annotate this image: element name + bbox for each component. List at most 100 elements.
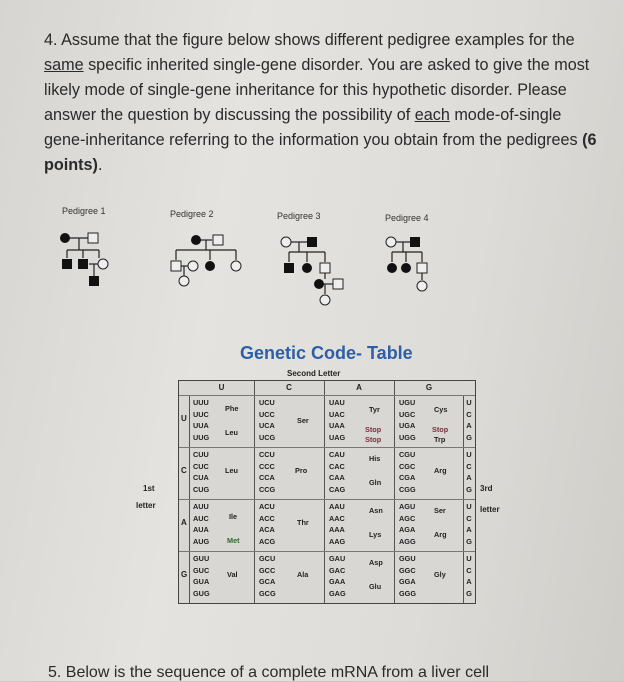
third-base-letter: A — [466, 421, 472, 430]
affected-female-symbol — [302, 263, 312, 273]
emphasis-each: each — [414, 106, 450, 124]
codon-cell: GUU — [193, 554, 210, 563]
codon-cell: GCC — [259, 565, 276, 575]
codon-cell: UAU — [329, 398, 345, 407]
third-base-letter: G — [466, 536, 472, 546]
third-base-letter: G — [466, 588, 472, 598]
affected-male-symbol — [410, 237, 420, 247]
pedigree-1-label: Pedigree 1 — [62, 206, 106, 216]
unaffected-female-symbol — [187, 260, 199, 272]
amino-acid-thr: Thr — [297, 518, 309, 527]
third-letter-label: 3rd — [480, 484, 493, 493]
unaffected-female-symbol — [416, 280, 428, 292]
codon-cell: UUA — [193, 421, 209, 430]
pedigree-3-label: Pedigree 3 — [277, 211, 321, 221]
amino-acid-stop: Stop — [365, 435, 382, 444]
codon-cell: AUU — [193, 502, 209, 511]
codon-cell: GAC — [329, 565, 346, 575]
amino-acid-gln: Gln — [369, 478, 382, 487]
third-base-letter: U — [466, 554, 472, 563]
codon-cell: AUA — [193, 525, 209, 534]
first-letter-label: 1st — [143, 484, 155, 493]
third-letter-label-2: letter — [480, 505, 500, 514]
codon-cell: UCA — [259, 421, 275, 430]
affected-female-symbol — [387, 263, 397, 273]
affected-male-symbol — [62, 259, 72, 269]
codon-cell: CAA — [329, 473, 345, 482]
unaffected-female-symbol — [319, 294, 331, 306]
codon-cell: UAA — [329, 421, 345, 430]
third-base-letter: A — [466, 577, 472, 586]
codon-cell: CCG — [259, 484, 276, 494]
codon-cell: CAG — [329, 484, 346, 494]
amino-acid-his: His — [369, 454, 381, 463]
codon-cell: UGA — [399, 421, 416, 430]
affected-female-symbol — [401, 263, 411, 273]
codon-cell: UUG — [193, 432, 210, 442]
codon-cell: GGA — [399, 577, 416, 586]
codon-cell: ACU — [259, 502, 275, 511]
amino-acid-ser: Ser — [434, 506, 446, 515]
codon-cell: GUC — [193, 565, 210, 575]
codon-cell: UCG — [259, 432, 276, 442]
codon-cell: UCC — [259, 409, 275, 419]
affected-male-symbol — [89, 276, 99, 286]
codon-cell: AGA — [399, 525, 416, 534]
codon-cell: CAU — [329, 450, 345, 459]
amino-acid-arg: Arg — [434, 466, 447, 475]
pedigree-3-diagram — [280, 236, 344, 306]
affected-female-symbol — [60, 233, 70, 243]
amino-acid-gly: Gly — [434, 570, 446, 579]
unaffected-female-symbol — [385, 236, 397, 248]
codon-cell: CCC — [259, 461, 275, 471]
amino-acid-val: Val — [227, 570, 238, 579]
codon-cell: GAA — [329, 577, 346, 586]
codon-cell: UUC — [193, 409, 209, 419]
third-base-letter: U — [466, 398, 472, 407]
amino-acid-leu: Leu — [225, 428, 238, 437]
codon-cell: UAG — [329, 432, 346, 442]
amino-acid-lys: Lys — [369, 530, 382, 539]
codon-cell: GGU — [399, 554, 416, 563]
unaffected-female-symbol — [97, 258, 109, 270]
codon-cell: GCG — [259, 588, 276, 598]
genetic-code-title: Genetic Code- Table — [240, 343, 413, 363]
affected-female-symbol — [314, 279, 324, 289]
third-base-letter: A — [466, 525, 472, 534]
pedigree-1-diagram — [60, 232, 109, 286]
question-5-partial: 5. Below is the sequence of a complete m… — [48, 664, 490, 681]
unaffected-male-symbol — [170, 260, 182, 272]
amino-acid-cys: Cys — [434, 405, 448, 414]
amino-acid-ile: Ile — [229, 512, 238, 521]
codon-cell: GGG — [399, 588, 417, 598]
row-letter-c: C — [181, 466, 187, 475]
unaffected-female-symbol — [230, 260, 242, 272]
emphasis-same: same — [44, 56, 84, 74]
codon-cell: UGG — [399, 432, 416, 442]
codon-cell: UUU — [193, 398, 209, 407]
third-base-letter: C — [466, 565, 472, 575]
amino-acid-asn: Asn — [369, 506, 383, 515]
unaffected-male-symbol — [87, 232, 99, 244]
third-base-letter: G — [466, 432, 472, 442]
third-base-letter: C — [466, 409, 472, 419]
first-letter-label-2: letter — [136, 501, 156, 510]
amino-acid-stop: Stop — [432, 425, 449, 434]
amino-acid-ser: Ser — [297, 416, 309, 425]
third-base-letter: U — [466, 502, 472, 511]
row-letter-u: U — [181, 414, 187, 423]
codon-cell: AGC — [399, 513, 416, 523]
amino-acid-ala: Ala — [297, 570, 309, 579]
codon-cell: GAG — [329, 588, 346, 598]
codon-cell: AGU — [399, 502, 416, 511]
codon-cell: GUG — [193, 588, 210, 598]
codon-cell: GGC — [399, 565, 416, 575]
unaffected-male-symbol — [416, 262, 428, 274]
codon-cell: CGU — [399, 450, 416, 459]
unaffected-female-symbol — [280, 236, 292, 248]
affected-male-symbol — [78, 259, 88, 269]
codon-cell: CGA — [399, 473, 416, 482]
affected-female-symbol — [205, 261, 215, 271]
codon-cell: CGG — [399, 484, 416, 494]
